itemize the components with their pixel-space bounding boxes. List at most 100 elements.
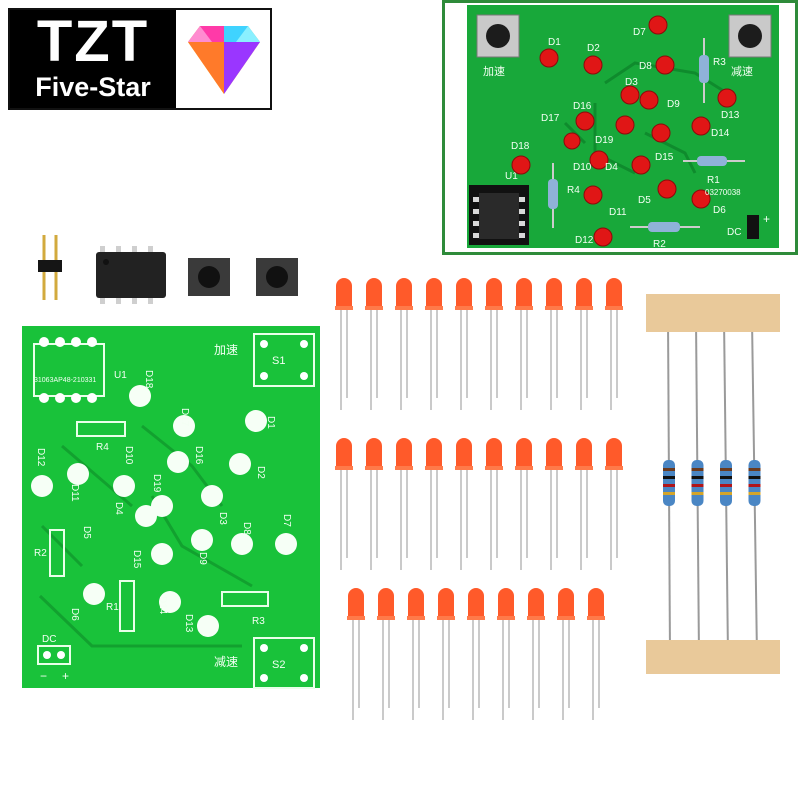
inset-dc-plus: + <box>763 212 770 226</box>
resistor <box>720 317 732 657</box>
pcb-led-pad <box>229 453 251 475</box>
pcb-plus-sign: + <box>62 669 69 683</box>
inset-r1-label: R1 <box>707 175 720 186</box>
tact-button <box>256 258 298 296</box>
inset-led <box>615 115 635 135</box>
inset-led-label: D6 <box>713 205 726 216</box>
inset-dc-header <box>747 215 759 239</box>
pcb-led-label: D19 <box>151 474 162 493</box>
inset-r2-label: R2 <box>653 239 666 250</box>
tact-button <box>188 258 230 296</box>
pcb-led-label: D16 <box>193 446 204 465</box>
pcb-led-pad <box>159 591 181 613</box>
inset-led-label: D16 <box>573 101 592 112</box>
loose-led <box>545 278 563 410</box>
pcb-led-pad <box>173 415 195 437</box>
inset-led-label: D18 <box>511 141 530 152</box>
pcb-r4-label: R4 <box>96 442 109 453</box>
pcb-minus-sign: − <box>40 669 47 683</box>
inset-led <box>589 150 609 170</box>
loose-led <box>407 588 425 720</box>
pcb-led-label: D18 <box>143 370 154 389</box>
loose-led <box>437 588 455 720</box>
pin-header <box>38 235 62 300</box>
inset-led-label: D3 <box>625 77 638 88</box>
inset-led-label: D14 <box>711 128 730 139</box>
logo-background <box>10 10 176 108</box>
pcb-s1-label: S1 <box>272 355 285 367</box>
loose-led <box>467 588 485 720</box>
brand-logo: TZT Five-Star <box>8 8 272 110</box>
inset-led-label: D10 <box>573 162 592 173</box>
pcb-led-pad <box>231 533 253 555</box>
tape-bottom <box>646 640 780 674</box>
pcb-r2-footprint <box>49 529 65 577</box>
loose-led <box>605 438 623 570</box>
assembled-board-photo: 加速 减速 U1 R3 R1 R4 <box>442 0 798 255</box>
loose-led <box>425 278 443 410</box>
loose-led <box>455 438 473 570</box>
pcb-ic-label: U1 <box>114 370 127 381</box>
inset-led-label: D13 <box>721 110 740 121</box>
pcb-led-label: D11 <box>69 484 80 502</box>
pcb-led-label: D10 <box>123 446 134 465</box>
loose-led <box>365 278 383 410</box>
inset-led-label: D1 <box>548 37 561 48</box>
pcb-chip-code: 31063AP48-210331 <box>34 377 96 384</box>
inset-led <box>648 15 668 35</box>
pcb-led-pad <box>83 583 105 605</box>
pcb-s2-label: S2 <box>272 659 285 671</box>
inset-speed-down-label: 减速 <box>731 65 753 78</box>
inset-r4-label: R4 <box>567 185 580 196</box>
resistor <box>691 319 704 657</box>
logo-subtitle: Five-Star <box>35 72 151 102</box>
pcb-led-label: D13 <box>183 614 194 633</box>
pcb-dc-footprint <box>37 645 71 665</box>
inset-led-label: D8 <box>639 61 652 72</box>
pcb-speed-down-label: 减速 <box>214 655 238 669</box>
inset-resistor-r1 <box>683 156 745 166</box>
pcb-led-pad <box>275 533 297 555</box>
loose-led <box>557 588 575 720</box>
loose-led <box>605 278 623 410</box>
pcb-led-pad <box>201 485 223 507</box>
pcb-led-label: D17 <box>179 408 190 427</box>
pcb-led-label: D5 <box>81 526 92 539</box>
pcb-speed-up-label: 加速 <box>214 343 238 357</box>
pcb-led-pad <box>167 451 189 473</box>
loose-led <box>497 588 515 720</box>
inset-r3-label: R3 <box>713 57 726 68</box>
inset-led <box>511 155 531 175</box>
inset-ic-label: U1 <box>505 171 518 182</box>
inset-led <box>593 227 613 247</box>
pcb-r3-label: R3 <box>252 616 265 627</box>
inset-led-label: D11 <box>609 207 627 218</box>
loose-led <box>395 438 413 570</box>
resistor <box>748 319 761 657</box>
pcb-led-label: D6 <box>69 608 80 621</box>
loose-led <box>425 438 443 570</box>
inset-led-label: D2 <box>587 43 600 54</box>
pcb-r4-footprint <box>76 421 126 437</box>
inset-led-label: D5 <box>638 195 651 206</box>
inset-led <box>583 55 603 75</box>
pcb-r3-footprint <box>221 591 269 607</box>
pcb-led-pad <box>31 475 53 497</box>
inset-led <box>620 85 640 105</box>
inset-led <box>691 189 711 209</box>
inset-resistor-r3 <box>699 38 709 103</box>
loose-led <box>365 438 383 570</box>
loose-led <box>515 438 533 570</box>
pcb-led-pad <box>245 410 267 432</box>
inset-led <box>651 123 671 143</box>
inset-resistor-r4 <box>548 163 558 228</box>
pcb-led-pad <box>129 385 151 407</box>
logo-title: TZT <box>36 9 150 74</box>
tape-top <box>646 294 780 332</box>
loose-led <box>395 278 413 410</box>
pcb-led-label: D9 <box>197 552 208 565</box>
loose-led <box>527 588 545 720</box>
inset-ic-socket <box>469 185 529 245</box>
loose-led <box>485 438 503 570</box>
loose-led <box>347 588 365 720</box>
